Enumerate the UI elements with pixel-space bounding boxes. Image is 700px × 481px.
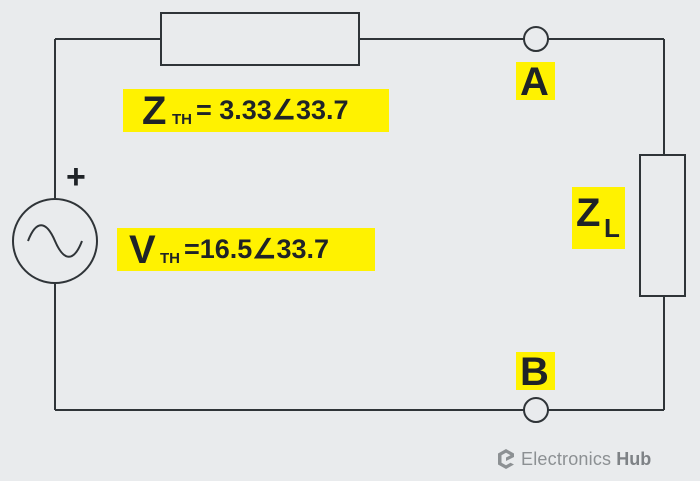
- terminal-a-label: A: [516, 60, 555, 104]
- watermark-brand-hub: Hub: [616, 448, 652, 469]
- electronics-hub-logo-icon: [498, 449, 514, 469]
- terminal-a-node: [523, 26, 549, 52]
- vth-symbol: V: [129, 228, 156, 272]
- terminal-b-label: B: [516, 350, 555, 394]
- zl-subscript: L: [604, 213, 620, 243]
- vth-subscript: TH: [160, 250, 180, 267]
- terminal-b-node: [523, 397, 549, 423]
- sine-wave-icon: [27, 224, 83, 258]
- watermark-brand-electronics: Electronics: [521, 448, 612, 469]
- zth-expression: = 3.33∠33.7: [196, 95, 349, 125]
- watermark: Electronics Hub: [497, 446, 651, 472]
- thevenin-impedance-label: Z TH = 3.33∠33.7: [123, 89, 389, 132]
- vth-expression: =16.5∠33.7: [184, 234, 330, 264]
- zth-symbol: Z: [142, 89, 167, 133]
- zl-symbol: Z: [576, 191, 601, 235]
- source-polarity-plus: +: [66, 158, 86, 196]
- load-impedance-resistor: [639, 154, 686, 297]
- zth-subscript: TH: [172, 111, 192, 128]
- load-impedance-label: Z L: [572, 187, 625, 249]
- thevenin-impedance-resistor: [160, 12, 360, 66]
- terminal-b-text: B: [520, 350, 549, 394]
- thevenin-voltage-label: V TH =16.5∠33.7: [117, 228, 375, 271]
- terminal-a-text: A: [520, 60, 549, 104]
